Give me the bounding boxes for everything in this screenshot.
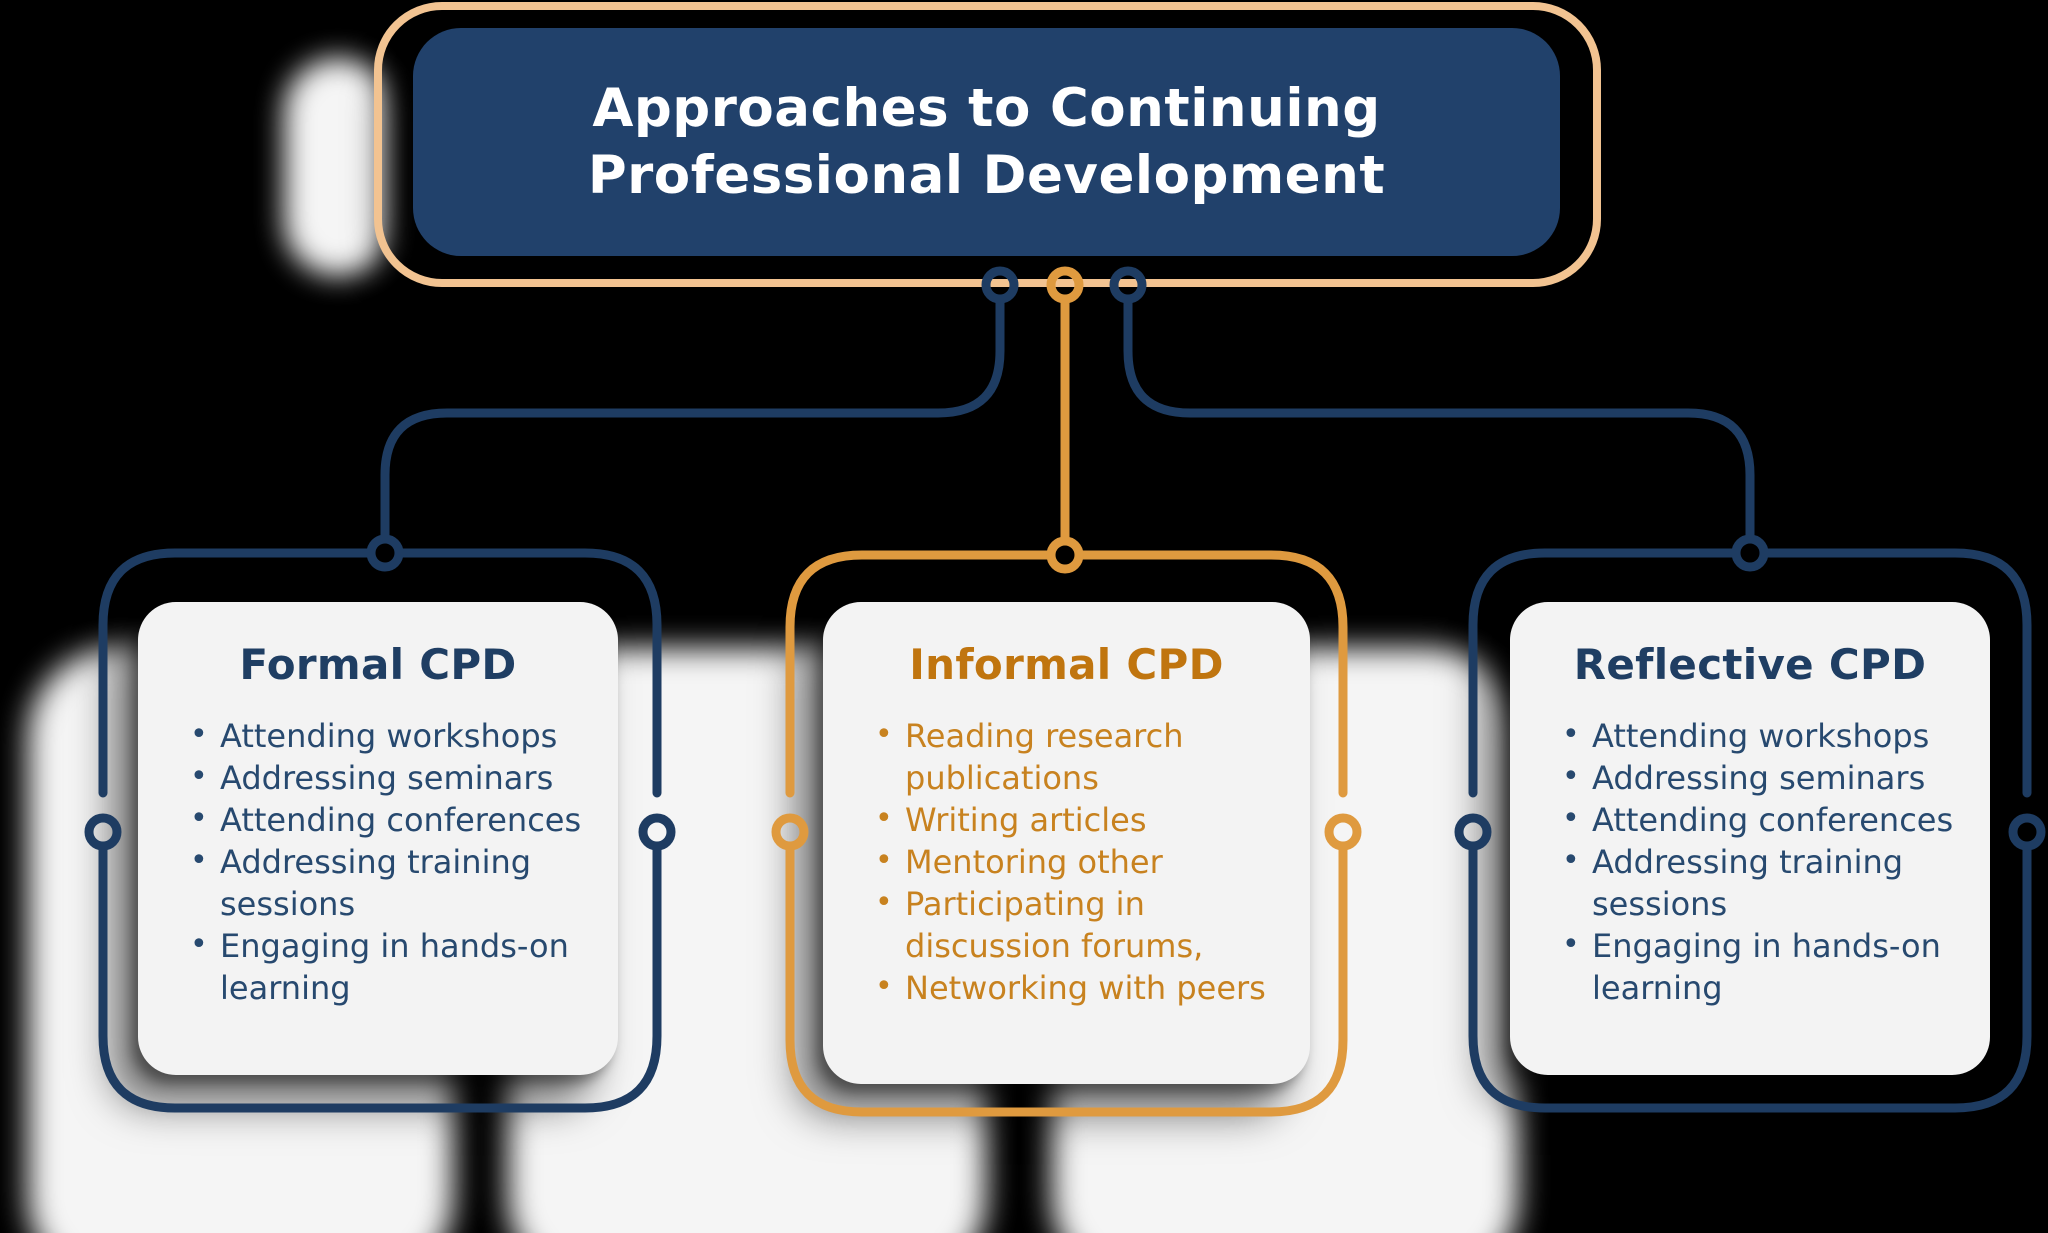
- title-outline-border: [374, 2, 1601, 287]
- bullet-item: Addressing training sessions: [1556, 840, 1964, 925]
- card-formal-heading: Formal CPD: [239, 640, 517, 689]
- bullet-item: Attending workshops: [1556, 714, 1964, 757]
- title-node-center-icon: [1046, 266, 1084, 304]
- card-reflective-cpd: Reflective CPD Attending workshopsAddres…: [1510, 602, 1990, 1075]
- formal-card-outline: [98, 548, 662, 1113]
- bullet-item: Networking with peers: [869, 966, 1284, 1009]
- informal-top-node-icon: [1046, 536, 1084, 574]
- card-informal-heading: Informal CPD: [909, 640, 1224, 689]
- connector-left: [380, 297, 1005, 541]
- title-node-right-icon: [1109, 266, 1147, 304]
- bullet-item: Addressing seminars: [1556, 756, 1964, 799]
- bullet-item: Attending conferences: [184, 798, 592, 841]
- bullet-item: Writing articles: [869, 798, 1284, 841]
- bullet-item: Engaging in hands-on learning: [184, 924, 592, 1009]
- reflective-top-node-icon: [1731, 534, 1769, 572]
- bullet-item: Addressing seminars: [184, 756, 592, 799]
- bullet-item: Engaging in hands-on learning: [1556, 924, 1964, 1009]
- bullet-item: Reading research publications: [869, 714, 1284, 799]
- reflective-right-node-icon: [2008, 813, 2046, 851]
- reflective-left-node-icon: [1454, 813, 1492, 851]
- bullet-item: Attending workshops: [184, 714, 592, 757]
- connector-right: [1123, 297, 1755, 541]
- title-banner: Approaches to Continuing Professional De…: [413, 28, 1560, 256]
- bullet-item: Participating in discussion forums,: [869, 882, 1284, 967]
- bullet-item: Attending conferences: [1556, 798, 1964, 841]
- title-node-left-icon: [981, 266, 1019, 304]
- card-reflective-list: Attending workshopsAddressing seminarsAt…: [1510, 714, 1990, 1009]
- formal-right-node-icon: [638, 813, 676, 851]
- card-reflective-heading: Reflective CPD: [1573, 640, 1927, 689]
- informal-left-node-icon: [771, 813, 809, 851]
- card-formal-cpd: Formal CPD Attending workshopsAddressing…: [138, 602, 618, 1075]
- card-informal-cpd: Informal CPD Reading research publicatio…: [823, 602, 1310, 1084]
- reflective-card-outline: [1468, 548, 2032, 1113]
- title-line-2: Professional Development: [587, 145, 1386, 206]
- informal-card-outline: [785, 550, 1348, 1117]
- node-rings: [84, 266, 2046, 851]
- informal-right-node-icon: [1324, 813, 1362, 851]
- formal-top-node-icon: [366, 534, 404, 572]
- title-line-1: Approaches to Continuing: [592, 78, 1381, 139]
- formal-left-node-icon: [84, 813, 122, 851]
- bullet-item: Addressing training sessions: [184, 840, 592, 925]
- card-formal-list: Attending workshopsAddressing seminarsAt…: [138, 714, 618, 1009]
- bullet-item: Mentoring other: [869, 840, 1284, 883]
- card-informal-list: Reading research publicationsWriting art…: [823, 714, 1310, 1009]
